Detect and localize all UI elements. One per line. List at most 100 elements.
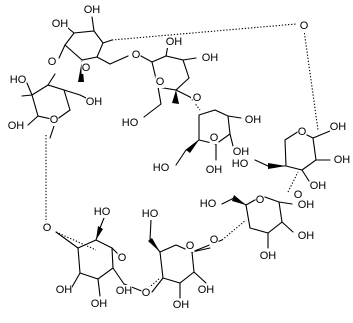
label-background [233, 146, 249, 158]
hydroxyl-label: OH [8, 120, 25, 132]
ring-bond [77, 239, 114, 280]
hydroxyl-label: OH [206, 164, 223, 176]
bond [281, 221, 294, 233]
label-background [42, 222, 52, 234]
hydroxyl-label: OH [198, 284, 215, 296]
hydroxyl-label: OH [91, 298, 108, 310]
bond [109, 55, 129, 65]
label-background [206, 164, 222, 176]
bond [157, 86, 162, 105]
glycosidic-oxygen-label: O [193, 92, 202, 104]
label-background [81, 62, 91, 74]
hydroxyl-label: OH [330, 121, 347, 133]
label-background [200, 198, 216, 210]
wedge-bond [172, 90, 179, 104]
bond [312, 130, 331, 139]
glycosidic-oxygen-label: O [210, 234, 219, 246]
hydroxyl-label: OH [173, 299, 190, 311]
hydroxyl-label: OH [298, 199, 315, 211]
hydroxymethyl-label: HO [10, 74, 27, 86]
hydroxymethyl-label: HO [142, 208, 159, 220]
label-background [255, 194, 265, 206]
label-background [122, 117, 138, 129]
label-background [117, 252, 127, 264]
bond [63, 89, 81, 96]
hydroxyl-label: OH [298, 230, 315, 242]
hydroxyl-label: OH [233, 146, 250, 158]
bond [97, 278, 101, 297]
label-background [153, 162, 169, 174]
ring-oxygen-label: O [118, 252, 127, 264]
bond [102, 39, 113, 44]
label-background [198, 284, 214, 296]
hashed-bond [189, 96, 201, 111]
bond [91, 16, 95, 32]
bond [58, 44, 66, 59]
glycosidic-oxygen-label: O [48, 56, 57, 68]
bond [151, 277, 164, 293]
label-background [166, 36, 182, 48]
bond [301, 169, 310, 182]
bond [67, 27, 75, 34]
hydroxyl-label: OH [260, 250, 277, 262]
label-background [334, 154, 350, 166]
label-background [56, 284, 72, 296]
hydroxyl-label: OH [310, 180, 327, 192]
bond [96, 56, 111, 65]
wedge-bond [232, 195, 246, 205]
bond [26, 82, 33, 96]
bond [182, 57, 197, 61]
wedge-bond [268, 163, 286, 169]
label-background [298, 230, 314, 242]
bond [229, 133, 234, 147]
ring-bond [64, 30, 104, 61]
glycosidic-oxygen-label: O [300, 20, 309, 32]
bond-layer [21, 16, 331, 299]
label-background [330, 121, 346, 133]
bond [175, 149, 187, 166]
label-background [94, 206, 110, 218]
bond [227, 115, 242, 119]
label-background [141, 287, 151, 299]
hashed-bond [111, 23, 297, 41]
bond [112, 267, 125, 285]
label-background [49, 114, 59, 126]
ring-oxygen-label: O [256, 194, 265, 206]
ring-oxygen-label: O [50, 114, 59, 126]
hydroxyl-label: OH [334, 154, 351, 166]
label-background [232, 158, 248, 170]
label-background [245, 114, 261, 126]
hashed-bond-layer [45, 23, 319, 293]
label-background [173, 299, 189, 311]
label-background [91, 298, 107, 310]
glycosidic-oxygen-label: O [132, 49, 141, 61]
hydroxymethyl-label: HO [94, 206, 111, 218]
hydroxyl-label: OH [166, 36, 183, 48]
label-background [297, 126, 307, 138]
bond [99, 217, 105, 229]
bond [254, 159, 269, 167]
label-background [52, 18, 68, 30]
label-background [310, 180, 326, 192]
bond [21, 94, 33, 97]
bond [278, 201, 293, 205]
ring-oxygen-label: O [210, 132, 219, 144]
hydroxymethyl-label: HO [200, 198, 217, 210]
label-background [47, 56, 57, 68]
bond [47, 73, 56, 86]
label-background [142, 208, 158, 220]
ring-oxygen-label: O [156, 76, 165, 88]
hydroxyl-label: OH [56, 284, 73, 296]
hashed-bond [303, 29, 319, 131]
glycosidic-oxygen-label: O [43, 222, 52, 234]
ring-oxygen-label: O [298, 126, 307, 138]
hydroxyl-label: OH [52, 18, 69, 30]
ring-oxygen-label: O [82, 62, 91, 74]
bond [193, 271, 207, 284]
bond [55, 231, 79, 249]
label-background [86, 96, 102, 108]
hydroxymethyl-label: HO [122, 117, 139, 129]
bond [175, 89, 191, 98]
label-background [8, 120, 24, 132]
